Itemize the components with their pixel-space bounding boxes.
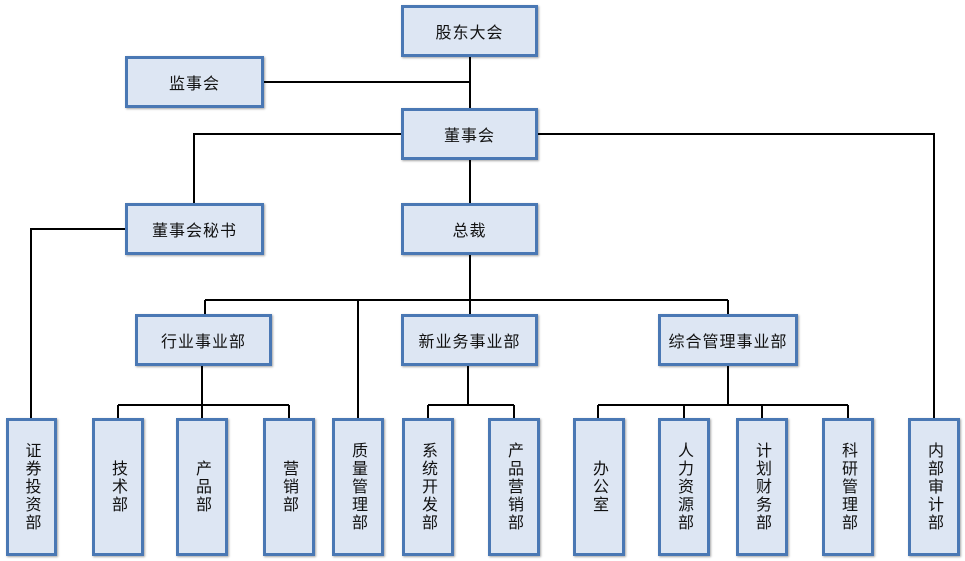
node-supervisory-board: 监事会 — [125, 56, 264, 108]
node-shareholders-meeting: 股东大会 — [401, 5, 538, 57]
node-new-business-division: 新业务事业部 — [401, 314, 538, 366]
label-marketing-dept: 营销部 — [280, 460, 299, 514]
label-research-management-dept: 科研管理部 — [839, 442, 858, 532]
node-product-dept: 产品部 — [176, 418, 228, 556]
node-office: 办公室 — [573, 418, 625, 556]
label-human-resources-dept: 人力资源部 — [675, 442, 694, 532]
label-office: 办公室 — [590, 460, 609, 514]
node-quality-management-dept: 质量管理部 — [332, 418, 384, 556]
label-planning-finance-dept: 计划财务部 — [753, 442, 772, 532]
label-technology-dept: 技术部 — [109, 460, 128, 514]
node-system-development-dept: 系统开发部 — [402, 418, 454, 556]
node-general-management-division: 综合管理事业部 — [658, 314, 798, 366]
node-technology-dept: 技术部 — [92, 418, 144, 556]
node-industry-division: 行业事业部 — [135, 314, 272, 366]
label-securities-investment-dept: 证券投资部 — [22, 442, 42, 532]
label-internal-audit-dept: 内部审计部 — [925, 442, 944, 532]
node-planning-finance-dept: 计划财务部 — [736, 418, 788, 556]
node-board-of-directors: 董事会 — [401, 108, 538, 160]
label-product-dept: 产品部 — [193, 460, 212, 514]
label-product-marketing-dept: 产品营销部 — [505, 442, 524, 532]
node-product-marketing-dept: 产品营销部 — [488, 418, 540, 556]
node-securities-investment-dept: 证券投资部 — [6, 418, 57, 556]
label-system-development-dept: 系统开发部 — [419, 442, 438, 532]
label-quality-management-dept: 质量管理部 — [349, 442, 368, 532]
node-board-secretary: 董事会秘书 — [125, 203, 264, 255]
connector-board-secretary — [193, 133, 401, 203]
node-human-resources-dept: 人力资源部 — [658, 418, 710, 556]
node-research-management-dept: 科研管理部 — [822, 418, 874, 556]
node-marketing-dept: 营销部 — [263, 418, 315, 556]
node-internal-audit-dept: 内部审计部 — [908, 418, 960, 556]
node-president: 总裁 — [401, 203, 538, 255]
connector-board-audit — [538, 133, 935, 418]
connector-secretary-securities — [30, 228, 125, 418]
